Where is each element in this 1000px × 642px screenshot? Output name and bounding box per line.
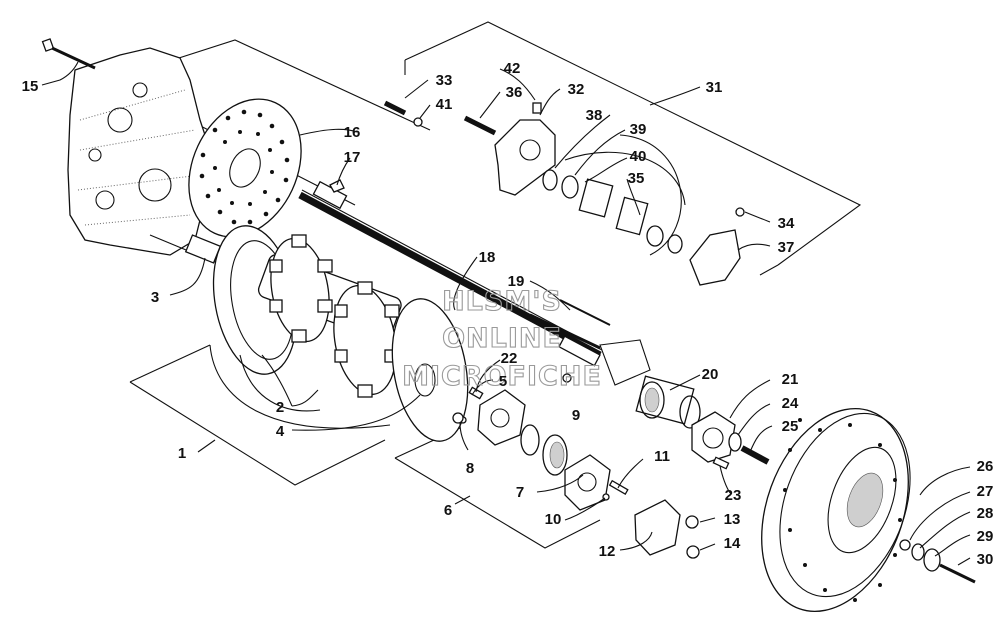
callout-16: 16 [344, 124, 361, 141]
bearing-group [452, 373, 700, 559]
drive-clutch [184, 225, 469, 442]
callout-30: 30 [977, 551, 994, 568]
callout-40: 40 [630, 148, 647, 165]
watermark-line-1: HLSM'S [442, 286, 562, 317]
watermark-line-2: ONLINE [442, 323, 562, 354]
callout-13: 13 [724, 511, 741, 528]
callout-31: 31 [706, 79, 723, 96]
callout-36: 36 [506, 84, 523, 101]
callout-9: 9 [572, 407, 580, 424]
callout-7: 7 [516, 484, 524, 501]
group-brackets [94, 21, 862, 549]
watermark-line-3: MICROFICHE [402, 361, 602, 392]
callout-23: 23 [725, 487, 742, 504]
callout-21: 21 [782, 371, 799, 388]
callout-24: 24 [782, 395, 799, 412]
callout-27: 27 [977, 483, 994, 500]
callout-17: 17 [344, 149, 361, 166]
callout-8: 8 [466, 460, 474, 477]
callout-34: 34 [778, 215, 795, 232]
callout-29: 29 [977, 528, 994, 545]
callout-2: 2 [276, 399, 284, 416]
callout-15: 15 [22, 78, 39, 95]
callout-32: 32 [568, 81, 585, 98]
callout-26: 26 [977, 458, 994, 475]
callout-33: 33 [436, 72, 453, 89]
callout-1: 1 [178, 445, 186, 462]
part-callouts: 1 2 3 4 5 6 7 8 9 10 11 12 13 14 15 16 1… [22, 60, 994, 568]
bolt-15 [41, 38, 96, 70]
callout-11: 11 [654, 448, 670, 465]
callout-18: 18 [479, 249, 496, 266]
callout-28: 28 [977, 505, 994, 522]
callout-4: 4 [276, 423, 285, 440]
callout-10: 10 [545, 511, 562, 528]
callout-35: 35 [628, 170, 645, 187]
callout-39: 39 [630, 121, 647, 138]
callout-6: 6 [444, 502, 452, 519]
brake-disc [188, 98, 302, 238]
callout-5: 5 [499, 373, 507, 390]
callout-3: 3 [151, 289, 159, 306]
leader-lines [41, 61, 971, 566]
callout-14: 14 [724, 535, 741, 552]
callout-42: 42 [504, 60, 521, 77]
brake-caliper [383, 100, 745, 286]
key-17 [329, 179, 345, 193]
callout-41: 41 [436, 96, 453, 113]
chaincase-housing [67, 47, 216, 263]
callout-19: 19 [508, 273, 525, 290]
sprocket-wheel [761, 407, 976, 613]
seal-group [529, 299, 770, 470]
watermark: HLSM'S ONLINE MICROFICHE [402, 285, 602, 392]
callout-12: 12 [599, 543, 616, 560]
callout-20: 20 [702, 366, 719, 383]
callout-22: 22 [501, 350, 518, 367]
callout-37: 37 [778, 239, 795, 256]
callout-38: 38 [586, 107, 603, 124]
callout-25: 25 [782, 418, 799, 435]
